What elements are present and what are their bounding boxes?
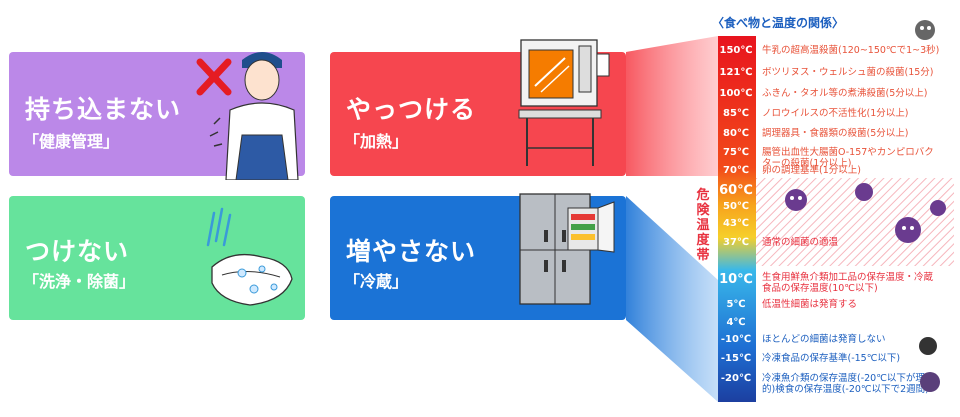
temp-tick: 50℃ [722,201,750,212]
temp-tick: -20℃ [720,373,752,384]
temp-description: 卵の調理基準(1分以上) [762,165,861,176]
bacteria-icon [785,183,946,243]
sick-cook-illustration [196,52,299,180]
oven-illustration [518,39,610,166]
temp-tick: 150℃ [719,45,753,56]
water-stream-icon [206,207,232,247]
temp-tick: -10℃ [720,334,752,345]
card-subtitle: 「冷蔵」 [344,272,409,291]
temp-tick: 70℃ [722,165,750,176]
temp-description: 冷凍魚介類の保存温度(-20℃以下が理想的)検食の保存温度(-20℃以下で2週間… [762,373,935,395]
temp-description: 低温性細菌は発育する [762,299,858,310]
hand-washing-illustration [206,207,293,306]
temp-description: 冷凍食品の保存基準(-15℃以下) [762,353,901,364]
temp-description: 生食用鮮魚介類加工品の保存温度・冷蔵食品の保存温度(10℃以下) [762,272,934,294]
temp-description: ボツリヌス・ウェルシュ菌の殺菌(15分) [762,67,934,78]
bacteria-icon [919,337,940,392]
temp-description: ノロウイルスの不活性化(1分以上) [762,108,909,119]
temp-tick: 43℃ [722,218,750,229]
red-x-icon [196,58,232,96]
temp-tick: 75℃ [722,147,750,158]
heat-beam [626,36,718,176]
temp-tick: 37℃ [722,237,750,248]
temp-description: 調理器具・食器類の殺菌(5分以上) [762,128,909,139]
card-title: やっつける [346,95,477,124]
temp-description: 通常の細菌の適温 [762,237,839,248]
temp-tick: -15℃ [720,353,752,364]
temp-tick: 4℃ [726,317,746,328]
temp-description: 腸管出血性大腸菌O-157やカンピロバクターの殺菌(1分以上) [762,147,934,169]
temp-tick: 80℃ [722,128,750,139]
temp-description: 牛乳の超高温殺菌(120~150℃で1~3秒) [762,45,940,56]
temp-tick: 5℃ [726,299,746,310]
temp-tick: 10℃ [719,272,753,287]
refrigerator-illustration [519,193,615,305]
chart-title: 〈食べ物と温度の関係〉 [712,16,845,30]
card-subtitle: 「健康管理」 [23,132,120,151]
card-title: 持ち込まない [25,95,182,124]
temp-description: ほとんどの細菌は発育しない [762,334,886,345]
card-subtitle: 「加熱」 [344,132,409,151]
card-subtitle: 「洗浄・除菌」 [23,272,136,291]
card-title: つけない [25,237,130,266]
thermometer-bar [718,36,756,402]
cold-beam [626,196,718,402]
temp-tick: 100℃ [719,88,753,99]
danger-zone [756,178,954,266]
danger-zone-label: 危険温度帯 [696,188,710,263]
temp-tick: 85℃ [722,108,750,119]
card-title: 増やさない [346,237,477,266]
temp-description: ふきん・タオル等の煮沸殺菌(5分以上) [762,88,928,99]
temp-tick: 121℃ [719,67,753,78]
temp-tick: 60℃ [719,183,753,198]
bacteria-icon [915,20,935,40]
